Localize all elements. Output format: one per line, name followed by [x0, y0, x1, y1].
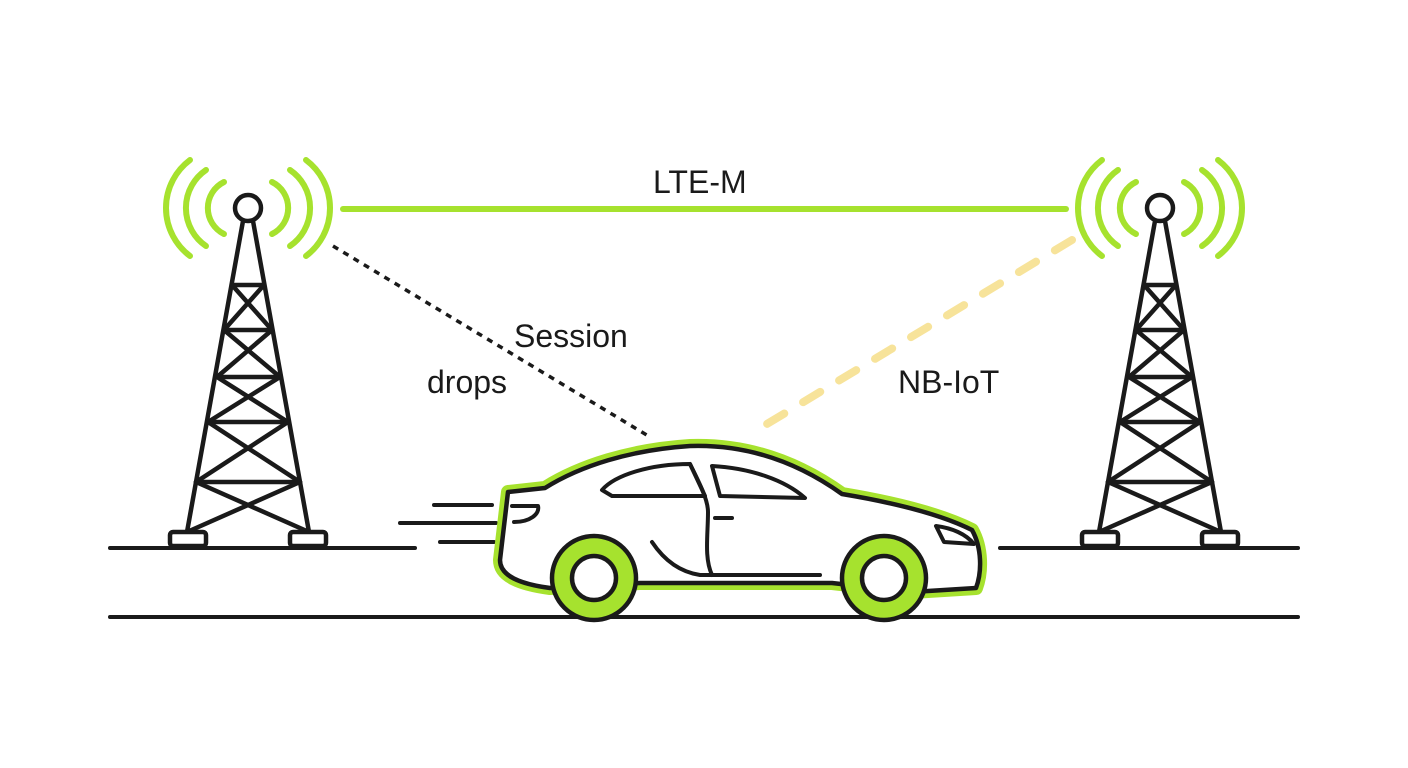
rear-wheel-icon — [549, 533, 639, 623]
session-drop-link — [332, 244, 651, 439]
session-label: Session — [514, 318, 628, 354]
right-signal-waves-icon — [1075, 157, 1245, 259]
drops-label: drops — [427, 364, 508, 400]
left-tower-icon — [163, 157, 333, 549]
nb-iot-label: NB-IoT — [898, 364, 1000, 400]
speed-lines-icon — [398, 503, 498, 544]
left-signal-waves-icon — [163, 157, 333, 259]
car-icon — [493, 438, 988, 623]
front-wheel-icon — [839, 533, 929, 623]
lte-m-label: LTE-M — [653, 164, 747, 200]
road — [108, 546, 1300, 619]
nb-iot-link — [748, 236, 1076, 437]
right-tower-icon — [1075, 157, 1245, 549]
